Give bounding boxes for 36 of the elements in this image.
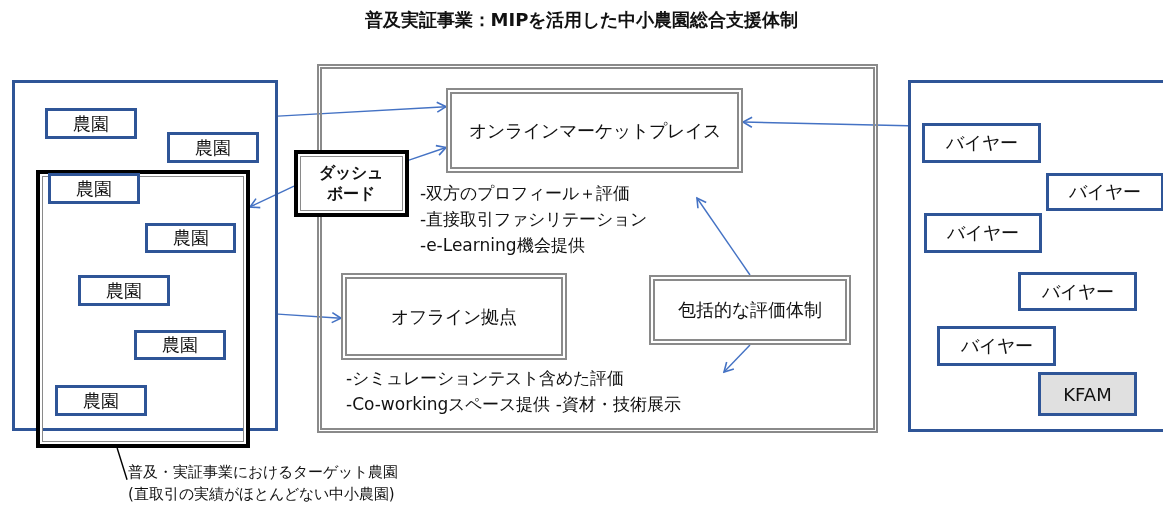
farm-box: 農園	[55, 385, 147, 416]
bullet-text: -双方のプロフィール＋評価	[420, 182, 631, 205]
bullet-text: -シミュレーションテスト含めた評価	[346, 367, 625, 390]
arrow	[277, 311, 342, 324]
buyer-box: バイヤー	[924, 213, 1042, 253]
evaluation-box: 包括的な評価体制	[649, 275, 851, 345]
caption-text: 普及・実証事業におけるターゲット農園(直取引の実績がほとんどない中小農園)	[128, 460, 448, 506]
arrow	[249, 185, 295, 209]
farm-box: 農園	[145, 223, 236, 253]
farm-box: 農園	[45, 108, 137, 139]
group-frame	[12, 80, 278, 431]
title: 普及実証事業：MIPを活用した中小農園総合支援体制	[364, 9, 799, 30]
bullet-text: -直接取引ファシリテーション	[420, 208, 648, 231]
group-frame	[908, 80, 1163, 432]
buyer-box: バイヤー	[922, 123, 1041, 163]
dashboard-box: ダッシュボード	[294, 150, 409, 217]
farm-box: 農園	[78, 275, 170, 306]
arrow	[696, 197, 751, 276]
buyer-box: バイヤー	[1046, 173, 1163, 211]
arrow	[723, 344, 751, 373]
bullet-text: -Co-workingスペース提供 -資材・技術展示	[346, 393, 681, 416]
arrow	[408, 144, 447, 161]
buyer-box: バイヤー	[937, 326, 1056, 366]
farm-box: 農園	[134, 330, 226, 360]
bullet-text: -e-Learning機会提供	[420, 234, 585, 257]
farm-box: 農園	[167, 132, 259, 163]
leader-line	[116, 447, 128, 481]
organization-box: KFAM	[1038, 372, 1137, 416]
arrow	[742, 116, 909, 128]
service-box: オフライン拠点	[341, 273, 567, 360]
farm-box: 農園	[48, 173, 140, 204]
buyer-box: バイヤー	[1018, 272, 1137, 311]
arrow	[277, 101, 447, 117]
platform-frame	[317, 64, 878, 433]
target-frame	[36, 170, 250, 448]
service-box: オンラインマーケットプレイス	[446, 88, 743, 173]
